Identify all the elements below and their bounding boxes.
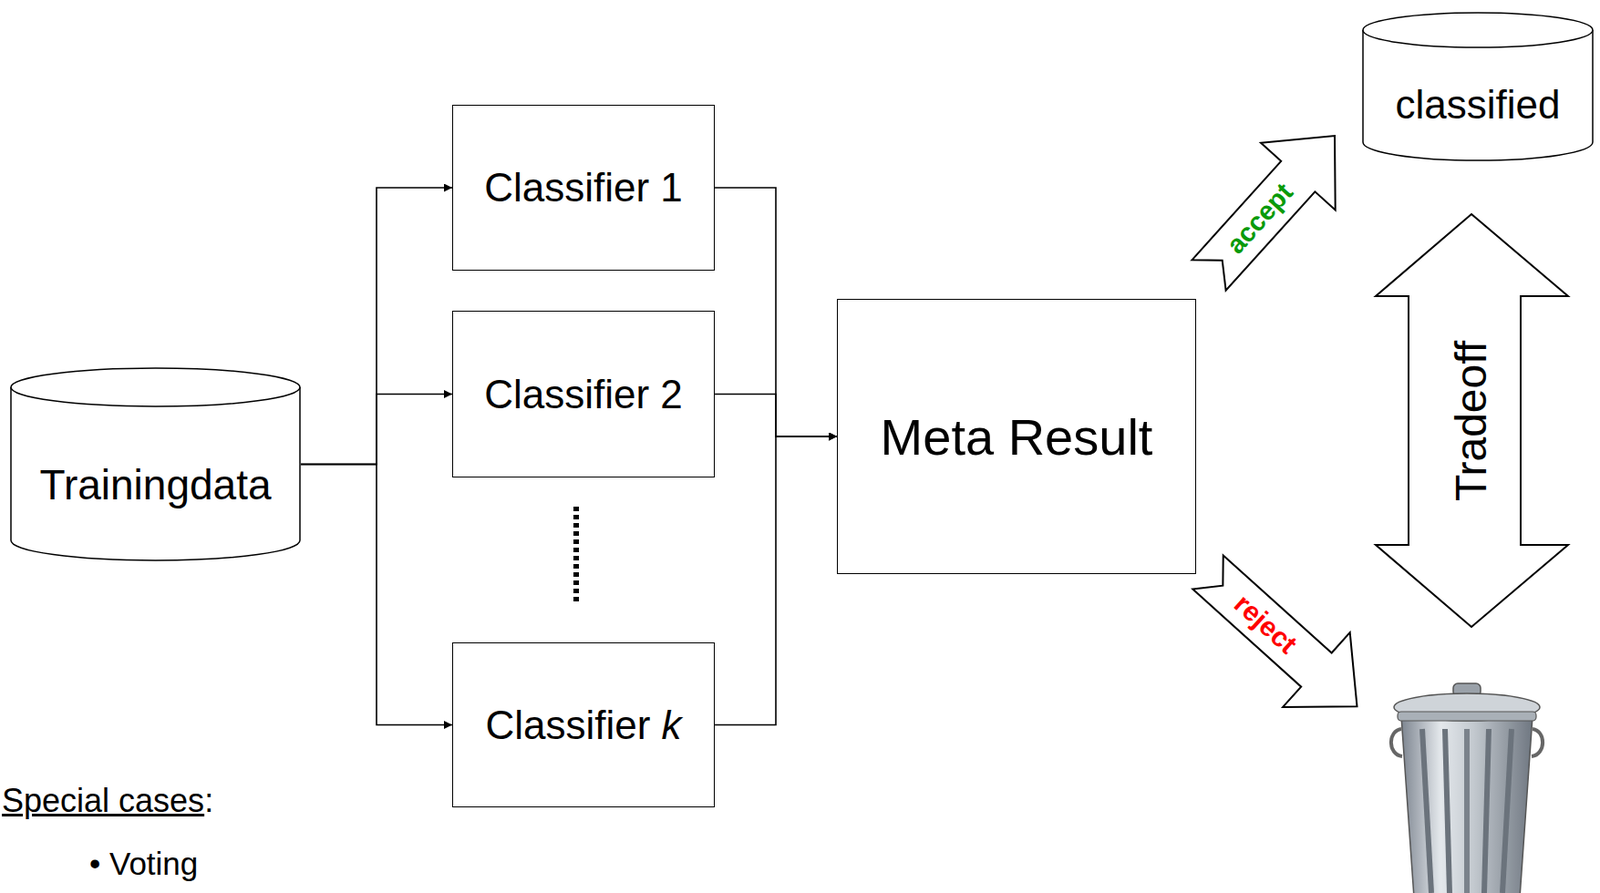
connector-line <box>714 436 837 726</box>
bullet-item: • Voting <box>89 846 198 883</box>
tradeoff-double-arrow <box>1375 214 1569 628</box>
trash-lid <box>1393 693 1540 722</box>
node-text: Meta Result <box>880 407 1154 467</box>
accept-arrow <box>1191 135 1335 291</box>
reject-arrow-shape <box>1174 535 1391 744</box>
tradeoff-label: Tradeoff <box>1445 340 1497 502</box>
cylinder-body <box>10 387 300 561</box>
connector-line <box>300 187 453 465</box>
trash-handle-left <box>1391 729 1403 757</box>
trash-body <box>1401 716 1533 893</box>
node-text: Trainingdata <box>39 460 271 510</box>
classifier-box: Classifier 1 <box>452 104 715 271</box>
trash-can <box>1391 683 1543 893</box>
ellipsis-dots <box>573 506 579 602</box>
connector-line <box>300 394 453 465</box>
classified-cylinder: classified <box>1362 11 1594 162</box>
trash-rib <box>1422 729 1432 893</box>
connector-line <box>714 187 837 437</box>
cylinder-top <box>1362 12 1593 48</box>
node-text: classified <box>1395 82 1561 128</box>
reject-arrow <box>1174 535 1391 744</box>
trash-handle-right <box>1531 729 1543 757</box>
trash-rim <box>1397 712 1537 722</box>
node-text: Classifier k <box>485 702 682 749</box>
connector-line <box>300 464 453 726</box>
trash-rib <box>1484 729 1489 893</box>
cylinder-body <box>1362 30 1593 161</box>
classifier-box: Classifier k <box>452 642 715 808</box>
accept-label: accept <box>1220 176 1300 260</box>
node-text: Classifier 2 <box>484 371 683 418</box>
meta-result-box: Meta Result <box>836 299 1197 575</box>
data-cylinder: Trainingdata <box>10 367 301 562</box>
connector-line <box>714 394 837 438</box>
trash-rib <box>1502 729 1512 893</box>
cylinder-top <box>10 368 300 407</box>
trash-rib <box>1464 729 1470 893</box>
trash-rib <box>1445 729 1450 893</box>
reject-label: reject <box>1228 588 1304 661</box>
node-text: Classifier 1 <box>484 165 683 211</box>
section-heading: Special cases: <box>1 782 214 820</box>
classifier-box: Classifier 2 <box>452 310 715 478</box>
